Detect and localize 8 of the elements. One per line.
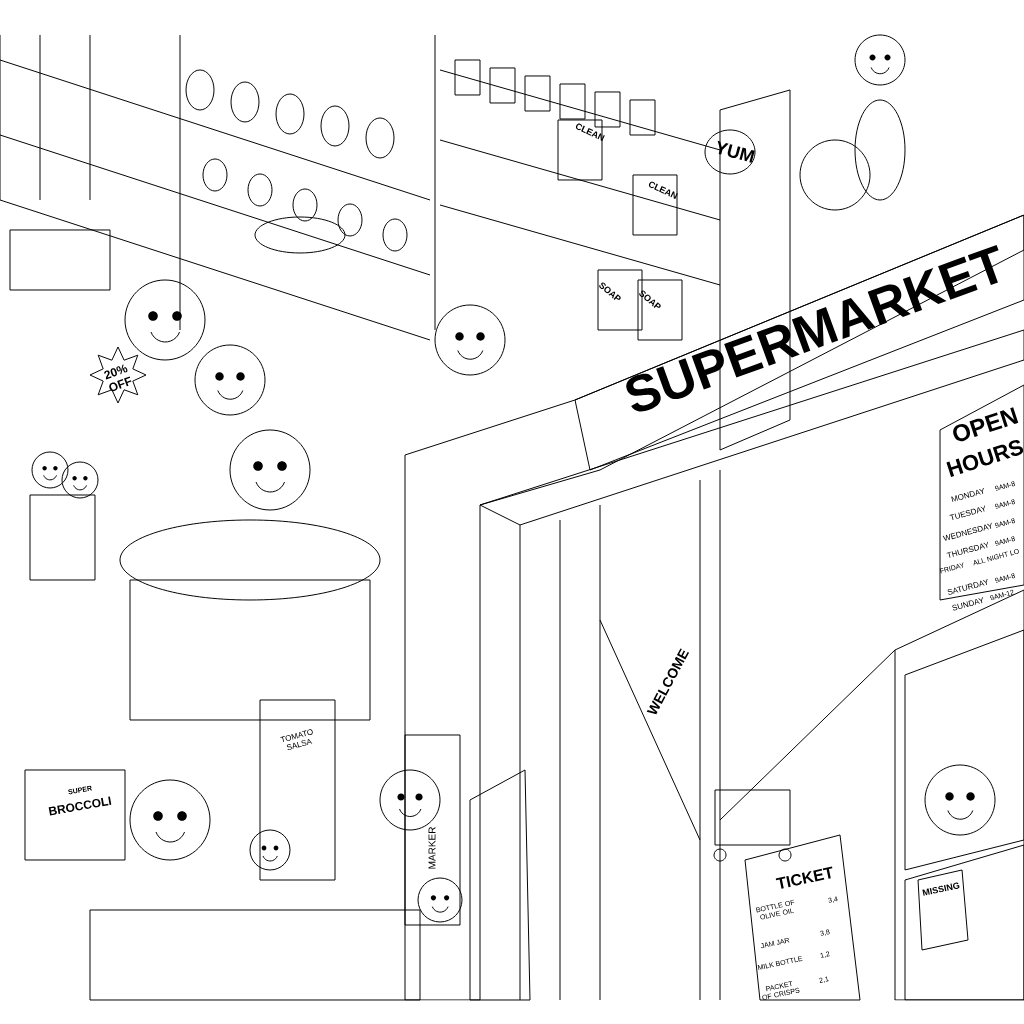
label-text: BROCCOLI (48, 796, 112, 816)
label-text: 20% OFF (104, 364, 132, 392)
label-text: TICKET (775, 866, 833, 889)
label-text: TOMATO SALSA (280, 729, 313, 750)
sign-text: HOURS (946, 440, 1024, 477)
label-text: YUM (717, 140, 755, 163)
label-text: MARKER (428, 827, 436, 869)
label-text: MISSING (922, 882, 960, 896)
